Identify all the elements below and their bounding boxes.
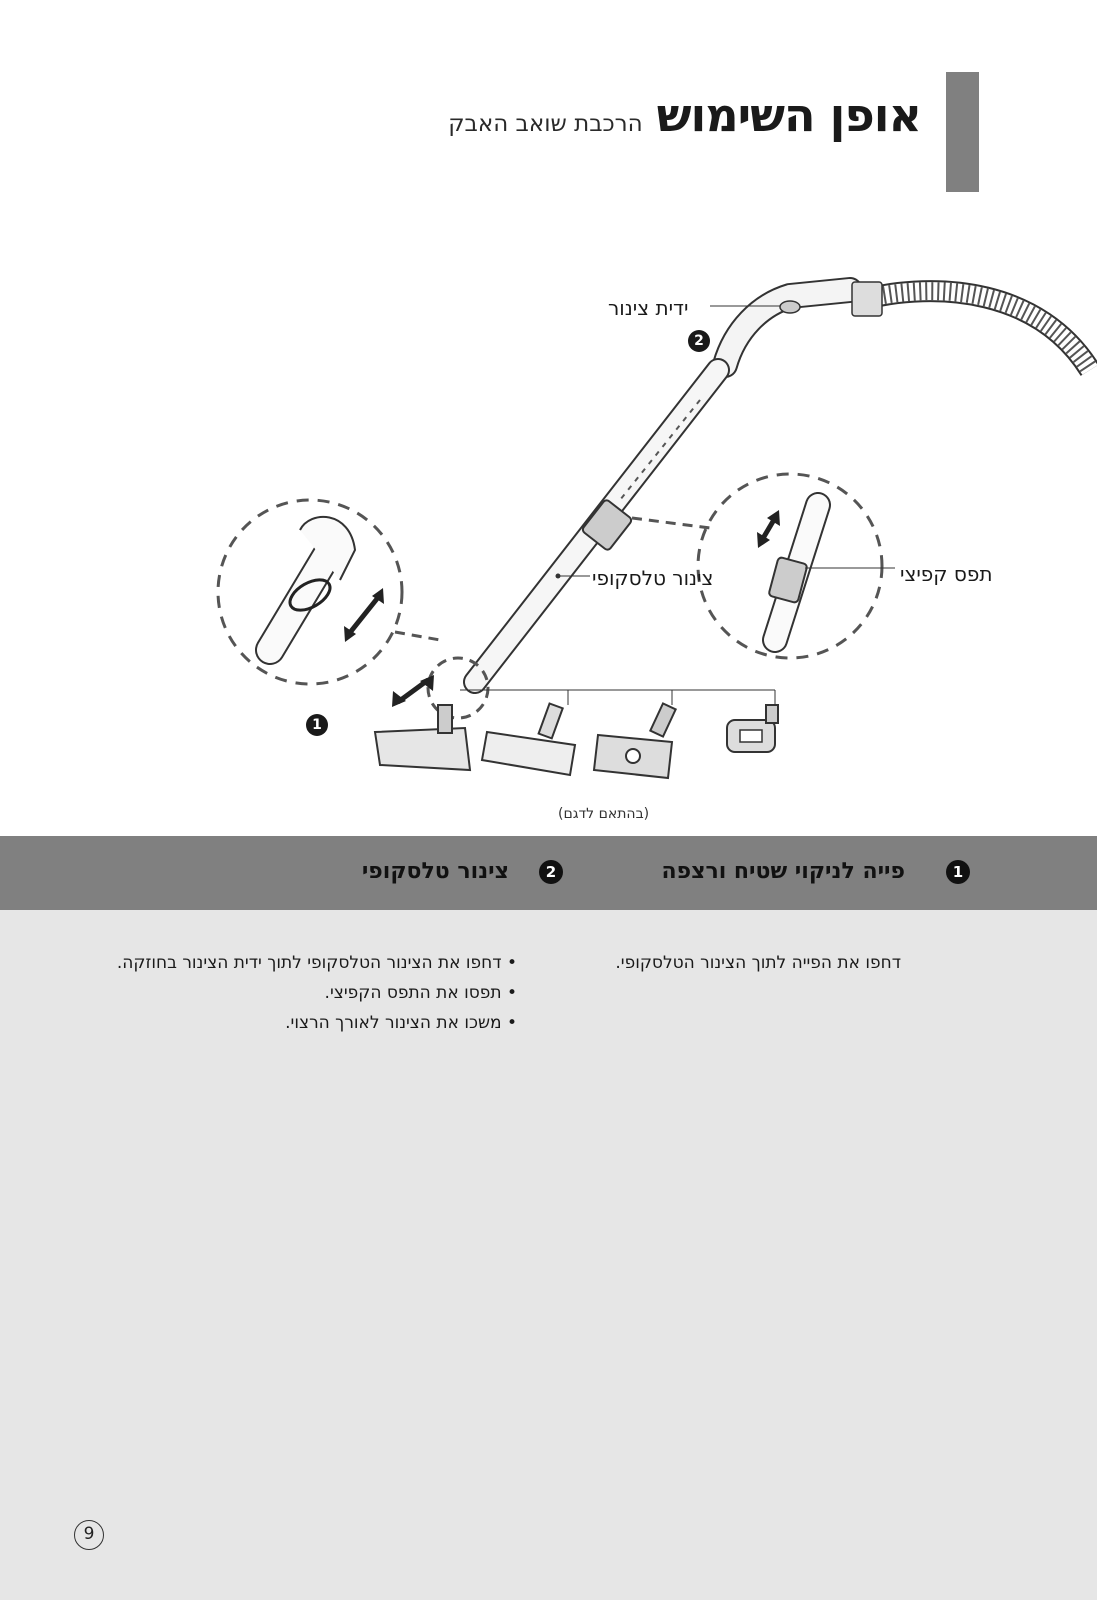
hand-icon <box>299 516 357 581</box>
double-arrow-icon <box>346 593 382 637</box>
flat-floor-nozzle-icon <box>480 702 577 777</box>
step-2-badge: 2 <box>688 330 710 352</box>
section-1-body: דחפו את הפייה לתוך הצינור הטלסקופי. <box>571 948 901 978</box>
header-accent-bar <box>946 72 979 192</box>
page-title: אופן השימוש <box>656 88 922 142</box>
step-1-badge: 1 <box>306 714 328 736</box>
rotate-arrow-icon <box>288 578 332 612</box>
section-2-title: צינור טלסקופי <box>361 859 509 884</box>
list-item: משכו את הצינור לאורך הרצוי. <box>47 1008 517 1038</box>
page-number: 9 <box>74 1520 104 1550</box>
page-subtitle: הרכבת שואב האבק <box>448 111 643 137</box>
section-header-band: 1 פייה לניקוי שטיח ורצפה 2 צינור טלסקופי <box>0 836 1097 910</box>
magnify-circle-left <box>216 498 404 686</box>
instructions-area: דחפו את הפייה לתוך הצינור הטלסקופי. דחפו… <box>0 910 1097 1600</box>
magnify-circle-right <box>696 472 884 660</box>
list-item: תפסו את התפס הקפיצי. <box>47 978 517 1008</box>
assembly-illustration <box>0 250 1097 830</box>
section-2-bullets: דחפו את הצינור הטלסקופי לתוך ידית הצינור… <box>47 948 517 1038</box>
carpet-floor-nozzle-icon <box>373 704 472 772</box>
insert-arrow-icon <box>396 677 430 705</box>
section-1-line: דחפו את הפייה לתוך הצינור הטלסקופי. <box>615 953 901 973</box>
section-2-number: 2 <box>539 860 563 884</box>
mini-turbo-nozzle-icon <box>726 704 779 753</box>
section-2-body: דחפו את הצינור הטלסקופי לתוך ידית הצינור… <box>47 948 517 1038</box>
section-1-title: פייה לניקוי שטיח ורצפה <box>661 859 905 884</box>
telescopic-tube-label: צינור טלסקופי <box>592 566 714 590</box>
up-down-arrow-icon <box>759 516 778 542</box>
spring-clip-icon <box>581 499 633 551</box>
vacuum-assembly-drawing <box>216 277 1097 780</box>
spring-clip-label: תפס קפיצי <box>900 562 993 586</box>
turbo-brush-nozzle-icon <box>592 702 678 780</box>
list-item: דחפו את הצינור הטלסקופי לתוך ידית הצינור… <box>47 948 517 978</box>
page-header: אופן השימוש הרכבת שואב האבק <box>448 88 922 142</box>
section-1-number: 1 <box>946 860 970 884</box>
spring-clip-closeup-icon <box>768 556 808 604</box>
magnify-circle-small <box>426 656 490 720</box>
hose-handle-label: ידית צינור <box>608 296 689 320</box>
model-caption: (בהתאם לדגם) <box>558 806 650 822</box>
